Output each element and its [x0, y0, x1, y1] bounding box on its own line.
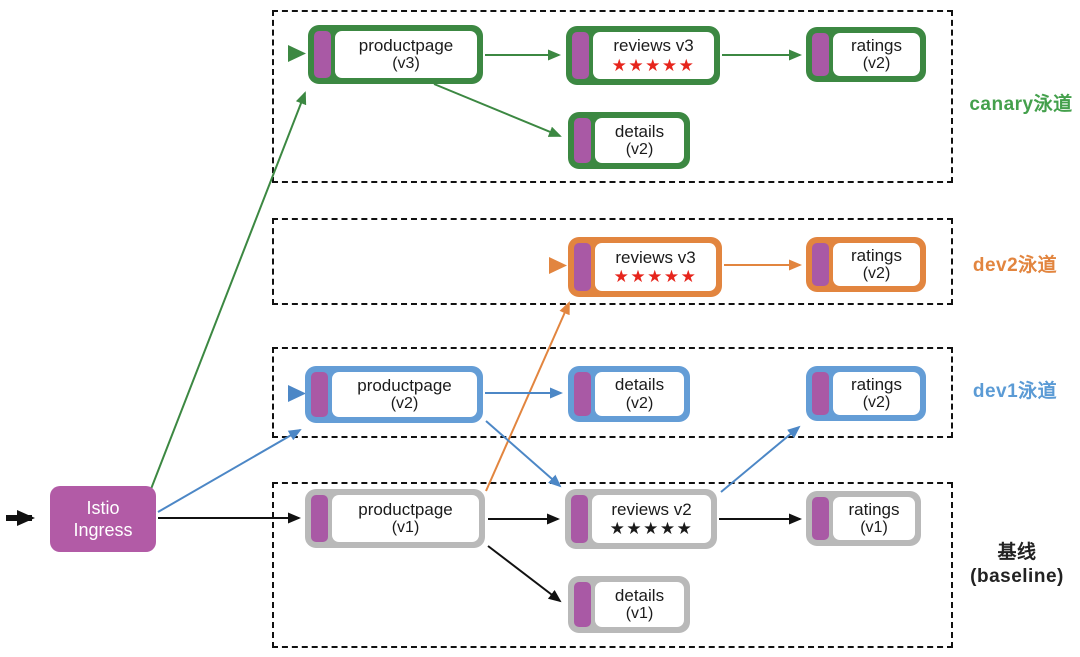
star-rating-icon: ★★★★★ — [613, 267, 698, 287]
service-version: (v1) — [625, 605, 654, 623]
service-name: details — [614, 375, 665, 395]
container-bar-icon — [812, 243, 829, 286]
lane-label-baseline-en: (baseline) — [970, 565, 1064, 587]
lane-label-dev2: dev2泳道 — [972, 255, 1058, 276]
container-bar-icon — [812, 33, 829, 76]
container-bar-icon — [314, 31, 331, 78]
service-node-baseline-details-v1: details (v1) — [568, 576, 690, 633]
lane-label-baseline: 基线 (baseline) — [958, 541, 1076, 589]
service-name: details — [614, 121, 665, 141]
service-version: (v3) — [392, 55, 420, 73]
service-node-canary-productpage-v3: productpage (v3) — [308, 25, 483, 84]
container-bar-icon — [571, 495, 588, 543]
container-bar-icon — [812, 372, 829, 415]
service-version: (v2) — [862, 265, 891, 283]
service-name: reviews v3 — [613, 36, 694, 56]
service-name: ratings — [850, 374, 903, 394]
container-bar-icon — [311, 495, 328, 542]
service-node-baseline-productpage-v1: productpage (v1) — [305, 489, 485, 548]
container-bar-icon — [574, 372, 591, 416]
service-node-canary-reviews-v3: reviews v3 ★★★★★ — [566, 26, 720, 85]
istio-ingress-label-line1: Istio — [86, 497, 120, 518]
istio-ingress-node: Istio Ingress — [50, 486, 156, 552]
service-node-canary-details-v2: details (v2) — [568, 112, 690, 169]
star-rating-icon: ★★★★★ — [609, 519, 694, 539]
service-node-dev2-ratings-v2: ratings (v2) — [806, 237, 926, 292]
container-bar-icon — [572, 32, 589, 79]
service-name: productpage — [358, 35, 454, 55]
container-bar-icon — [574, 582, 591, 627]
service-version: (v1) — [860, 519, 888, 537]
service-version: (v2) — [625, 141, 654, 159]
service-node-canary-ratings-v2: ratings (v2) — [806, 27, 926, 82]
container-bar-icon — [574, 118, 591, 163]
lane-label-baseline-cn: 基线 — [997, 542, 1037, 563]
service-node-baseline-ratings-v1: ratings (v1) — [806, 491, 921, 546]
star-rating-icon: ★★★★★ — [611, 55, 696, 75]
container-bar-icon — [574, 243, 591, 291]
service-name: ratings — [848, 499, 900, 519]
lane-baseline — [272, 482, 953, 648]
service-name: ratings — [850, 245, 903, 265]
service-version: (v2) — [625, 394, 654, 412]
service-name: productpage — [358, 499, 453, 519]
service-name: ratings — [850, 35, 903, 55]
service-node-dev1-productpage-v2: productpage (v2) — [305, 366, 483, 423]
service-node-dev1-details-v2: details (v2) — [568, 366, 690, 422]
service-version: (v2) — [862, 55, 891, 73]
lane-label-dev1: dev1泳道 — [972, 381, 1058, 402]
service-name: details — [614, 585, 665, 605]
container-bar-icon — [311, 372, 328, 417]
service-name: reviews v3 — [615, 247, 696, 267]
lane-label-canary: canary泳道 — [969, 94, 1073, 115]
service-version: (v2) — [862, 394, 891, 412]
service-name: reviews v2 — [611, 499, 692, 519]
container-bar-icon — [812, 497, 829, 540]
service-name: productpage — [357, 375, 452, 395]
istio-ingress-label-line2: Ingress — [73, 520, 133, 540]
service-version: (v1) — [391, 519, 420, 537]
service-node-baseline-reviews-v2: reviews v2 ★★★★★ — [565, 489, 717, 549]
service-version: (v2) — [390, 395, 419, 413]
service-node-dev1-ratings-v2: ratings (v2) — [806, 366, 926, 421]
service-node-dev2-reviews-v3: reviews v3 ★★★★★ — [568, 237, 722, 297]
